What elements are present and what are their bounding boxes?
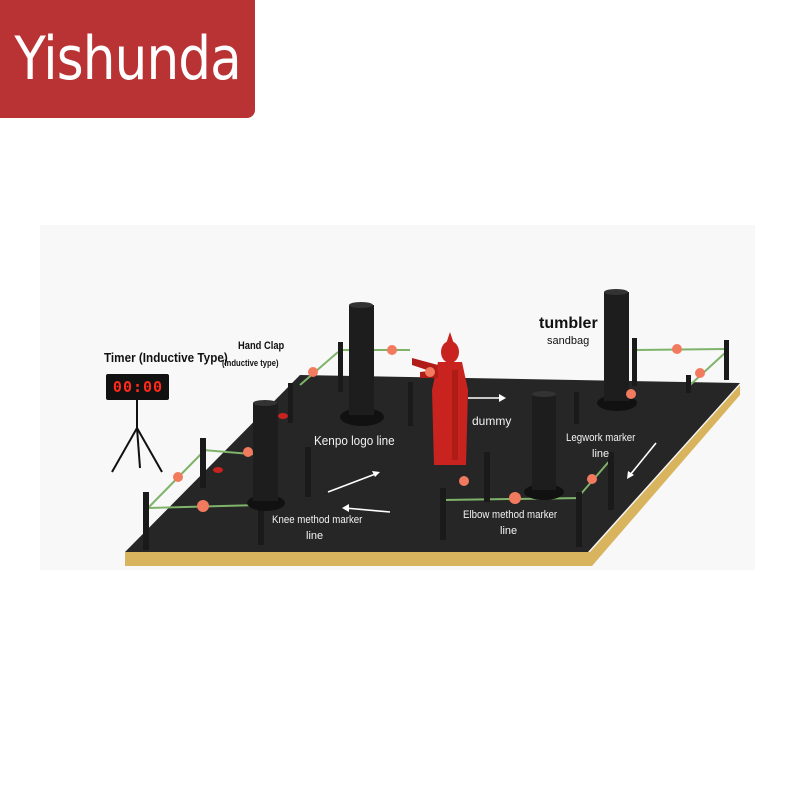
hand-clap-buttons [213,413,288,473]
legwork-marker-label: Legwork marker [566,432,636,444]
hand-clap-type-label: (Inductive type) [222,358,279,368]
post [576,492,582,547]
sensor [425,367,435,377]
arrow-legwork [629,442,657,476]
elbow-marker-label: Elbow method marker [463,509,558,521]
post [632,338,637,386]
legwork-marker-label-line: line [592,448,610,460]
arrow-knee-to-kenpo [327,472,379,493]
kenpo-rope-side [299,351,339,386]
tumbler-sandbag-front-left [247,400,285,511]
marker-posts [143,338,729,550]
kenpo-logo-line-label: Kenpo logo line [314,433,395,448]
post [724,340,729,380]
post [338,342,343,392]
tumbler-sandbag-back-right [597,289,637,411]
sensor [695,368,705,378]
hand-clap-label: Hand Clap [238,340,285,352]
post [574,392,579,424]
post [608,452,614,510]
post [288,383,293,423]
tumbler-sandbag-back-left [340,302,384,426]
sensor [626,389,636,399]
brand-logo: Yishunda [0,0,255,118]
sensor [509,492,521,504]
post [305,447,311,497]
sensor [459,476,469,486]
elbow-marker-label-line: line [500,525,518,537]
sensor [197,500,209,512]
timer-label: Timer (Inductive Type) [104,350,228,365]
sensor [243,447,253,457]
post [686,375,691,393]
tumbler-sandbag-front-right [524,391,564,500]
brand-name: Yishunda [14,24,241,94]
post [484,452,490,502]
sensor [308,367,318,377]
sensor [587,474,597,484]
arrow-back-to-knee [344,507,391,513]
knee-marker-label: Knee method marker [272,514,363,526]
post [258,490,264,545]
sensor [672,344,682,354]
tumbler-rope-side [689,351,727,386]
post [408,382,413,426]
sensor [387,345,397,355]
sensor [173,472,183,482]
sandbag-label: sandbag [547,335,590,347]
tumbler-label: tumbler [539,315,598,332]
timer-display: 00:00 [112,378,164,396]
dummy-label: dummy [472,414,512,428]
post [200,438,206,488]
post [143,492,149,550]
flow-arrows [327,394,657,513]
timer-stand [106,374,169,473]
knee-marker-label-line: line [306,530,324,542]
post [440,488,446,540]
sensor-dots [173,344,705,512]
timer-box [106,374,169,400]
